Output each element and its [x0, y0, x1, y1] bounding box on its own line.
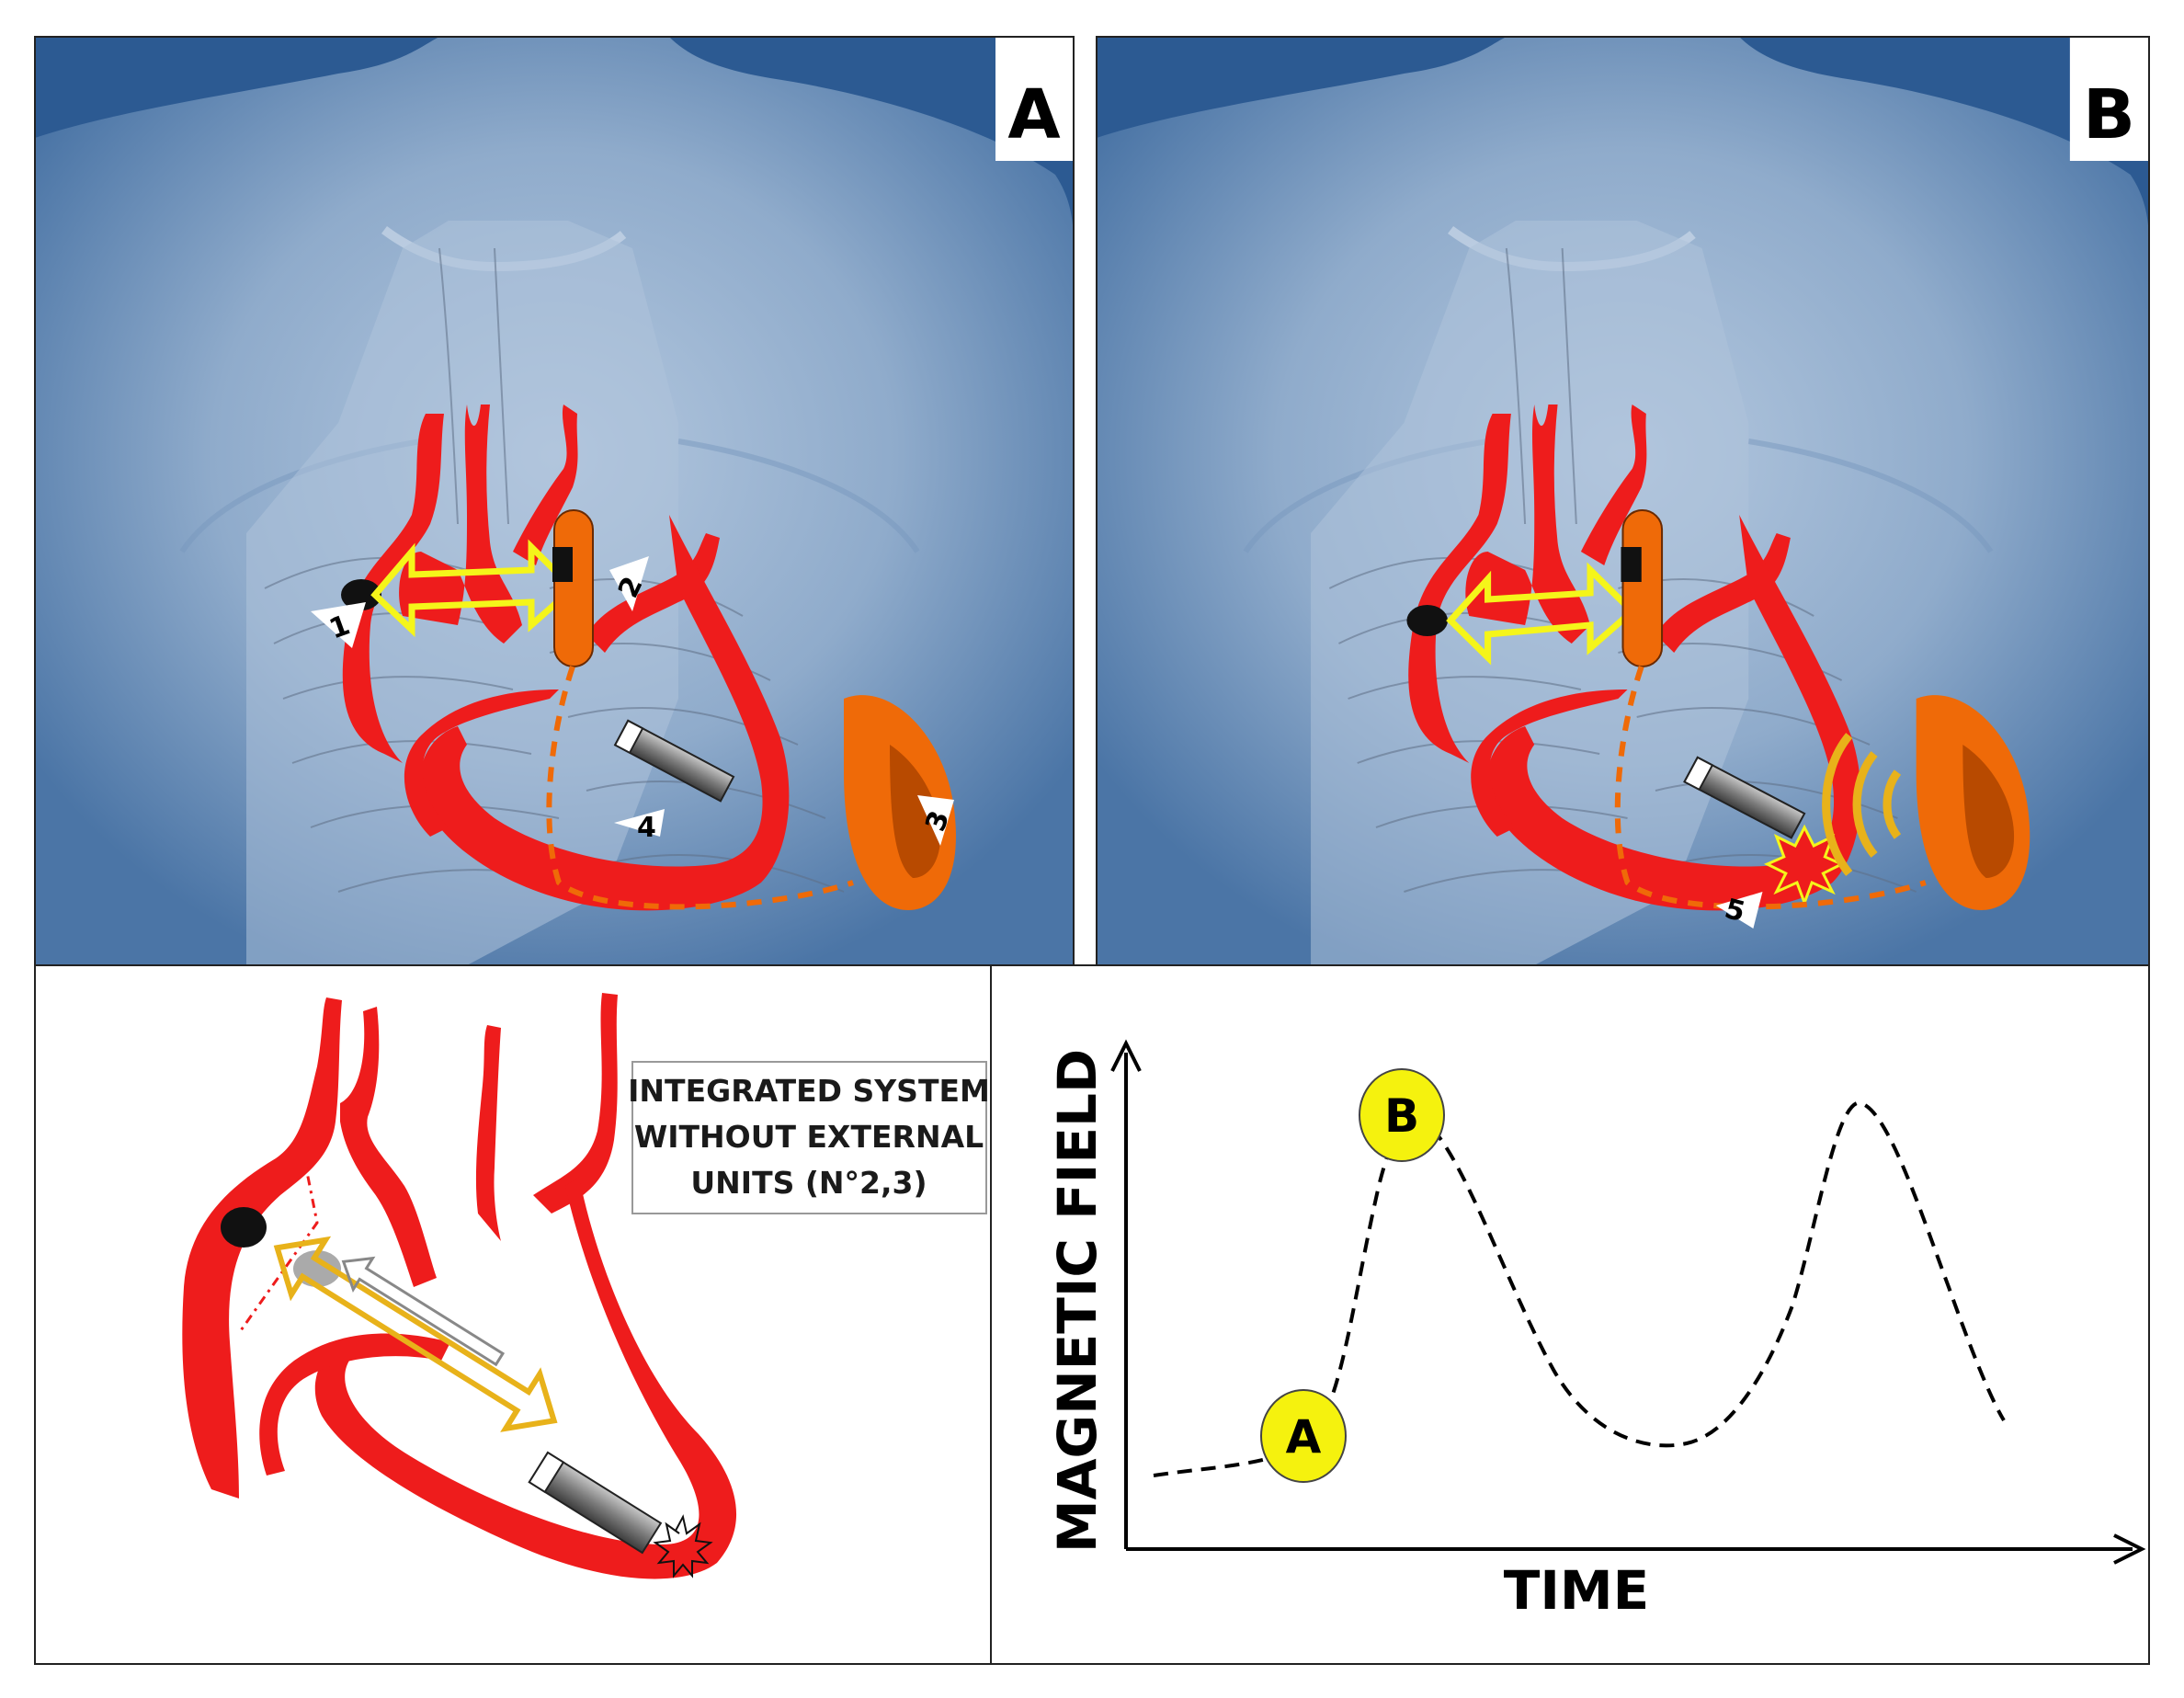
subcutaneous-unit	[1621, 509, 1664, 667]
leadless-pacemaker	[221, 1207, 267, 1248]
panel-b: 5 B	[1096, 36, 2150, 966]
x-axis-title: TIME	[1504, 1559, 1649, 1622]
panel-label-box	[995, 37, 1074, 161]
heart-vessels	[182, 993, 737, 1579]
callout-1: 1	[311, 602, 366, 648]
box-line-1: INTEGRATED SYSTEM	[628, 1073, 990, 1109]
panel-a: 1 2 3 4 A	[34, 36, 1075, 966]
leadless-pacemaker	[341, 579, 381, 610]
svg-text:4: 4	[637, 812, 656, 844]
panel-integrated-system: INTEGRATED SYSTEM WITHOUT EXTERNAL UNITS…	[34, 964, 992, 1665]
callout-4: 4	[614, 809, 665, 844]
box-line-3: UNITS (N°2,3)	[690, 1165, 927, 1201]
panel-label-a: A	[1007, 75, 1060, 154]
integrated-system-box	[631, 1061, 987, 1214]
sensor-capsule	[613, 719, 735, 803]
leadless-pacemaker	[1406, 605, 1449, 636]
svg-text:B: B	[1384, 1089, 1419, 1143]
double-headed-arrow	[273, 1236, 558, 1432]
spark-icon	[653, 1514, 713, 1578]
magnetic-field-curve	[1153, 1100, 2006, 1477]
marker-a: A	[1260, 1389, 1347, 1483]
y-axis-title: MAGNETIC FIELD	[1046, 1049, 1109, 1553]
box-line-2: WITHOUT EXTERNAL	[634, 1119, 984, 1155]
sensor-capsule	[528, 1451, 663, 1555]
panel-label-b: B	[2083, 74, 2135, 154]
marker-b: B	[1359, 1068, 1445, 1162]
sensor-capsule	[1683, 756, 1806, 839]
subcutaneous-unit	[553, 509, 594, 667]
svg-text:A: A	[1286, 1410, 1322, 1464]
wireless-signal-icon	[1822, 733, 1902, 876]
panel-magnetic-field-graph: A B MAGNETIC FIELD TIME	[990, 964, 2150, 1665]
